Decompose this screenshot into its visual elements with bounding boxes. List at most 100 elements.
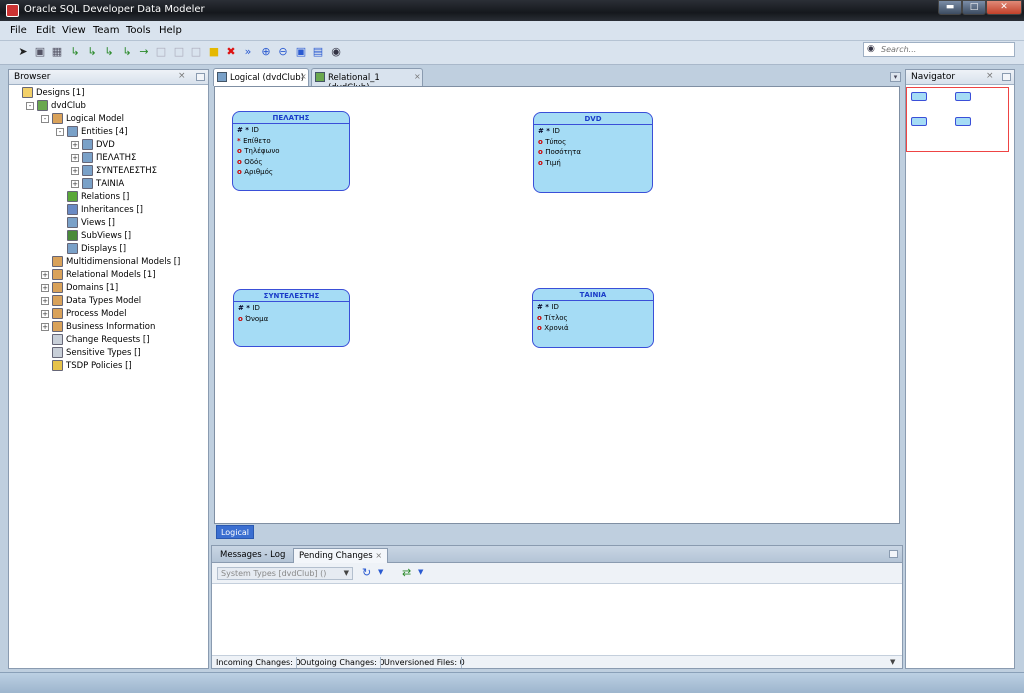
menu-view[interactable]: View	[62, 25, 86, 36]
zoom-out-icon[interactable]: ⊖	[278, 45, 288, 58]
refresh-icon[interactable]: ↻	[362, 566, 372, 579]
expand-icon[interactable]: +	[41, 284, 49, 292]
menu-edit[interactable]: Edit	[36, 25, 56, 36]
maximize-button[interactable]: □	[962, 0, 986, 15]
navigator-minimize-icon[interactable]	[1002, 73, 1011, 81]
menu-file[interactable]: File	[10, 25, 27, 36]
entity-icon	[82, 178, 93, 189]
bottom-tab-logical[interactable]: Logical	[216, 525, 254, 539]
default-size-icon[interactable]: ▤	[312, 45, 324, 58]
expand-icon[interactable]: +	[71, 167, 79, 175]
relation-1-1-icon[interactable]: ↳	[70, 45, 80, 58]
collapse-icon[interactable]: -	[26, 102, 34, 110]
chevron-down-icon[interactable]: ▼	[890, 658, 896, 666]
navigator-close-icon[interactable]: ×	[986, 71, 994, 81]
tree-item-label: Multidimensional Models []	[66, 257, 181, 267]
zoom-in-icon[interactable]: ⊕	[261, 45, 271, 58]
minimize-button[interactable]: ▬	[938, 0, 962, 15]
entity-attribute[interactable]: o Ποσότητα	[538, 148, 581, 156]
tab-list-dropdown-icon[interactable]: ▾	[890, 72, 901, 82]
tab-close-icon[interactable]: ×	[414, 72, 421, 81]
expand-icon[interactable]: +	[41, 323, 49, 331]
inheritance-icon	[67, 204, 78, 215]
entity-attribute[interactable]: o Οδός	[237, 158, 262, 166]
attribute-name: ID	[252, 304, 260, 312]
expand-icon[interactable]: +	[71, 141, 79, 149]
delete-icon[interactable]: ✖	[226, 45, 236, 58]
model-box-icon	[52, 308, 63, 319]
menu-help[interactable]: Help	[159, 25, 182, 36]
navigator-viewport[interactable]	[906, 87, 1009, 152]
tab-messages-log[interactable]: Messages - Log	[220, 550, 286, 560]
entity-attribute[interactable]: # * ID	[537, 303, 559, 311]
entity-attribute[interactable]: o Τίτλος	[537, 314, 568, 322]
navigator-entity-thumb	[955, 92, 971, 101]
outgoing-changes: Outgoing Changes: 0	[300, 658, 385, 667]
disabled-tool-1-icon[interactable]: □	[155, 45, 167, 58]
new-view-icon[interactable]: ▦	[51, 45, 63, 58]
relation-1-n-icon[interactable]: ↳	[87, 45, 97, 58]
entity-attribute[interactable]: o Όνομα	[238, 315, 268, 323]
disabled-tool-2-icon[interactable]: □	[173, 45, 185, 58]
collapse-icon[interactable]: -	[56, 128, 64, 136]
expand-icon[interactable]: +	[41, 271, 49, 279]
search-box[interactable]: ◉	[863, 42, 1015, 57]
expand-icon[interactable]: +	[41, 297, 49, 305]
browser-minimize-icon[interactable]	[196, 73, 205, 81]
relation-n-m-icon[interactable]: ↳	[122, 45, 132, 58]
close-window-button[interactable]: ✕	[986, 0, 1022, 15]
tab-logical-dvdclub[interactable]: Logical (dvdClub) ×	[213, 68, 309, 86]
entity-attribute[interactable]: o Χρονιά	[537, 324, 569, 332]
relation-n-1-icon[interactable]: ↳	[104, 45, 114, 58]
browser-close-icon[interactable]: ×	[178, 71, 186, 81]
expand-icon[interactable]: +	[71, 180, 79, 188]
tree-item-label: dvdClub	[51, 101, 86, 111]
tree-item-label: DVD	[96, 140, 115, 150]
attribute-name: Τύπος	[545, 137, 567, 146]
type-filter-select[interactable]: System Types [dvdClub] () ▼	[217, 567, 353, 580]
menu-tools[interactable]: Tools	[126, 25, 151, 36]
new-entity-icon[interactable]: ▣	[34, 45, 46, 58]
entity-attribute[interactable]: o Τιμή	[538, 159, 561, 167]
disabled-tool-3-icon[interactable]: □	[190, 45, 202, 58]
entity-attribute[interactable]: * Επίθετο	[237, 137, 271, 145]
attribute-marker: # *	[538, 127, 553, 135]
entity-attribute[interactable]: o Αριθμός	[237, 168, 273, 176]
attribute-marker: o	[237, 157, 245, 166]
menu-team[interactable]: Team	[93, 25, 120, 36]
tree-item-label: Process Model	[66, 309, 127, 319]
entity-attribute[interactable]: # * ID	[237, 126, 259, 134]
messages-minimize-icon[interactable]	[889, 550, 898, 558]
tab-pending-changes[interactable]: Pending Changes ×	[293, 548, 389, 563]
commit-icon[interactable]: ⇄	[402, 566, 412, 579]
entity-attribute[interactable]: o Τύπος	[538, 138, 566, 146]
select-pointer-icon[interactable]: ➤	[18, 45, 28, 58]
note-icon[interactable]: ■	[208, 45, 220, 58]
navigator-entity-thumb	[911, 117, 927, 126]
tab-relational-dvdclub[interactable]: Relational_1 (dvdClub) ×	[311, 68, 423, 93]
tab-close-icon[interactable]: ×	[375, 551, 383, 560]
entity-attribute[interactable]: # * ID	[538, 127, 560, 135]
commit-dropdown-icon[interactable]: ▼	[418, 568, 424, 576]
search-input[interactable]	[881, 44, 1011, 55]
tab-close-icon[interactable]: ×	[300, 72, 307, 81]
attribute-name: ID	[251, 126, 259, 134]
chevron-down-icon: ▼	[343, 569, 349, 577]
engineer-icon[interactable]: »	[244, 45, 252, 58]
entity-attribute[interactable]: # * ID	[238, 304, 260, 312]
tree-item-label: ΤΑΙΝΙΑ	[96, 179, 125, 189]
expand-icon[interactable]: +	[41, 310, 49, 318]
tree-item-label: Logical Model	[66, 114, 125, 124]
entity-attribute[interactable]: o Τηλέφωνο	[237, 147, 280, 155]
collapse-icon[interactable]: -	[41, 115, 49, 123]
fit-screen-icon[interactable]: ▣	[295, 45, 307, 58]
find-icon[interactable]: ◉	[331, 45, 341, 58]
refresh-dropdown-icon[interactable]: ▼	[378, 568, 384, 576]
inheritance-icon[interactable]: →	[139, 45, 149, 58]
expand-icon[interactable]: +	[71, 154, 79, 162]
